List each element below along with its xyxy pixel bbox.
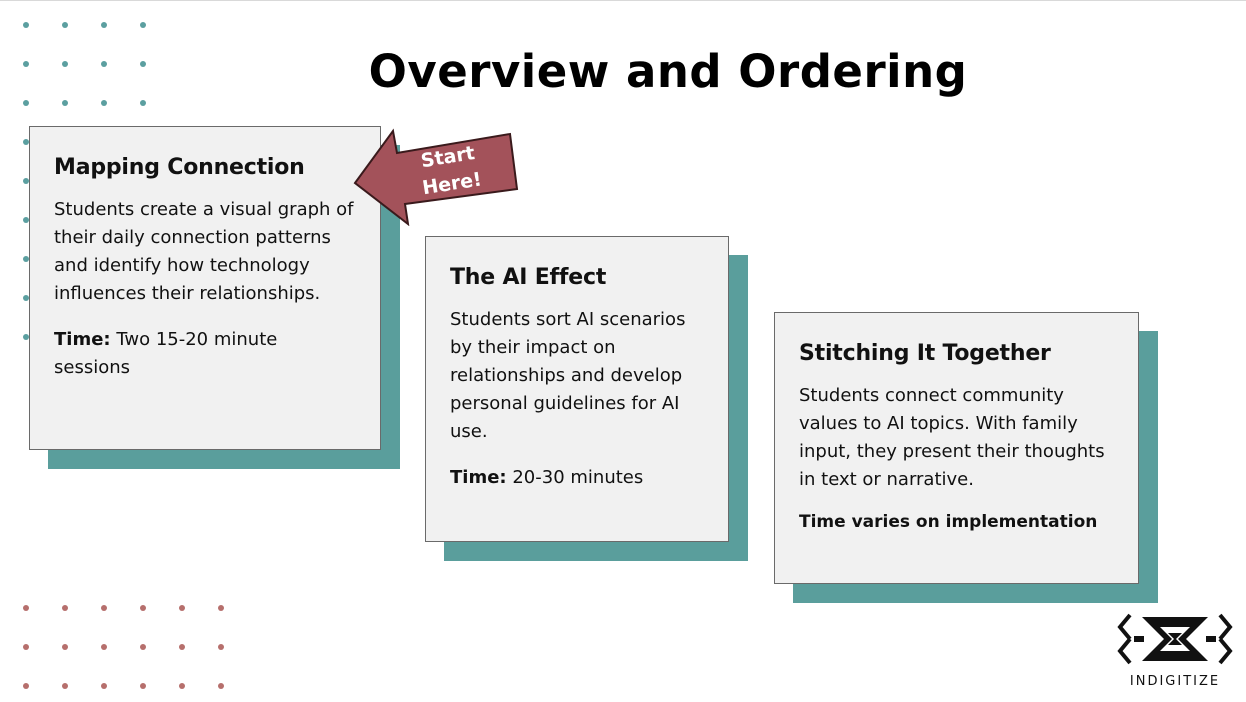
card-time-note: Time varies on implementation xyxy=(799,512,1098,532)
card-heading: The AI Effect xyxy=(450,265,607,290)
card-ai-effect: The AI Effect Students sort AI scenarios… xyxy=(425,236,729,542)
card-mapping-connection: Mapping Connection Students create a vis… xyxy=(29,126,381,450)
card-body: Students create a visual graph of their … xyxy=(54,199,354,304)
card-heading: Stitching It Together xyxy=(799,341,1051,366)
card-time: Time: 20-30 minutes xyxy=(450,464,704,492)
time-label: Time: xyxy=(450,467,507,488)
time-value: Two 15-20 minute sessions xyxy=(54,329,278,378)
card-stitching-together: Stitching It Together Students connect c… xyxy=(774,312,1139,584)
card-time: Time: Two 15-20 minute sessions xyxy=(54,326,356,382)
teal-dot-column xyxy=(23,139,29,340)
rose-dot-grid xyxy=(23,605,224,689)
logo-text: INDIGITIZE xyxy=(1129,674,1221,689)
teal-dot-grid xyxy=(23,22,146,106)
time-value: 20-30 minutes xyxy=(506,467,644,488)
indigitize-logo: INDIGITIZE xyxy=(1116,611,1234,689)
card-body: Students connect community values to AI … xyxy=(799,385,1105,490)
start-here-label: Start Here! xyxy=(411,139,489,203)
start-here-arrow-icon xyxy=(353,128,519,226)
time-label: Time: xyxy=(54,329,111,350)
indigitize-logo-icon xyxy=(1117,613,1233,665)
card-heading: Mapping Connection xyxy=(54,155,305,180)
card-body: Students sort AI scenarios by their impa… xyxy=(450,309,686,442)
slide-title: Overview and Ordering xyxy=(368,45,968,98)
